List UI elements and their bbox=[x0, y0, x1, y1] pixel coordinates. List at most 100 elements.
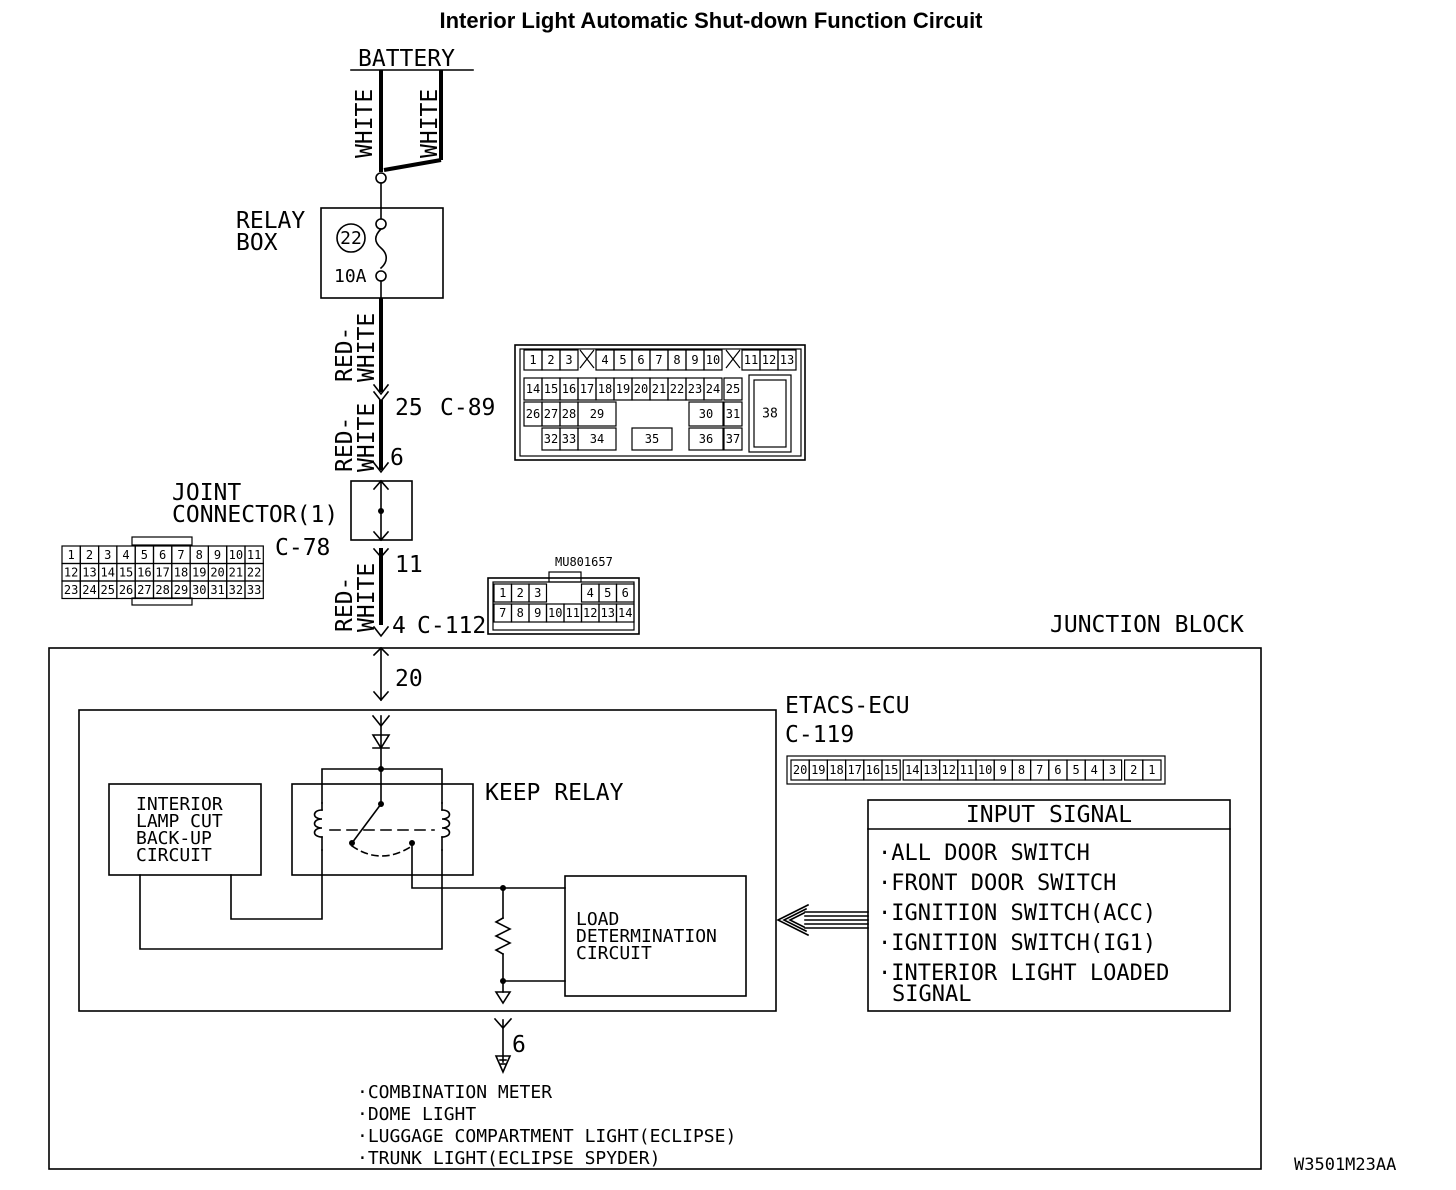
c89-pin-17: 17 bbox=[580, 382, 594, 396]
c112-pin-6-cell bbox=[615, 583, 635, 603]
etacs-pin-4: 4 bbox=[1091, 763, 1098, 777]
c112-chevron bbox=[372, 625, 390, 638]
switch-contact-left bbox=[349, 840, 355, 846]
c89-pin-28: 28 bbox=[562, 407, 576, 421]
c89-pin-34: 34 bbox=[590, 432, 604, 446]
c89-pin-12: 12 bbox=[762, 353, 776, 367]
c89-pin-21: 21 bbox=[652, 382, 666, 396]
c89-blocked-cavity bbox=[579, 349, 595, 369]
etacs-connector-outer bbox=[786, 755, 1166, 785]
output-item-1: ·COMBINATION METER bbox=[357, 1082, 552, 1103]
c89-pin-13: 13 bbox=[780, 353, 794, 367]
coil-feed-wire bbox=[321, 768, 443, 804]
c89-pin-6: 6 bbox=[637, 353, 644, 367]
input-signal-arrow bbox=[776, 903, 869, 937]
battery-wires: WHITE WHITE bbox=[352, 70, 443, 209]
c89-pin-26: 26 bbox=[526, 407, 540, 421]
c78-pin-3: 3 bbox=[104, 548, 111, 562]
wire-label-white-right: WHITE bbox=[417, 89, 443, 158]
c89-pin-25: 25 bbox=[726, 382, 740, 396]
output-path: 6 bbox=[493, 1017, 526, 1074]
wire-label-red-3: RED- bbox=[332, 577, 358, 632]
etacs-pin-19: 19 bbox=[811, 763, 825, 777]
c78-pin-33-cell bbox=[244, 580, 264, 600]
c89-pin-4: 4 bbox=[601, 353, 608, 367]
c89-pin-34-cell bbox=[577, 427, 617, 451]
wire-label-red-2: RED- bbox=[332, 417, 358, 472]
c112-pin-13: 13 bbox=[601, 606, 615, 620]
c112-pin-14-cell bbox=[615, 603, 635, 623]
etacs-pin-20: 20 bbox=[793, 763, 807, 777]
c78-pin-10: 10 bbox=[229, 548, 243, 562]
c78-pin-18: 18 bbox=[174, 565, 188, 579]
diagram-title: Interior Light Automatic Shut-down Funct… bbox=[439, 8, 983, 33]
c89-pin-14: 14 bbox=[526, 382, 540, 396]
c78-pin-2: 2 bbox=[86, 548, 93, 562]
c112-pin-14: 14 bbox=[618, 606, 632, 620]
etacs-pin-3: 3 bbox=[1109, 763, 1116, 777]
output-list: ·COMBINATION METER ·DOME LIGHT ·LUGGAGE … bbox=[357, 1082, 736, 1169]
c112-pin-7: 7 bbox=[499, 606, 506, 620]
c78-pin-1: 1 bbox=[68, 548, 75, 562]
backup-line4: CIRCUIT bbox=[136, 845, 212, 866]
fuse-rating: 10A bbox=[334, 266, 367, 287]
etacs-pin-1: 1 bbox=[1148, 763, 1155, 777]
etacs-pin-12: 12 bbox=[941, 763, 955, 777]
etacs-ecu-frame bbox=[78, 709, 777, 1012]
joint-pin-top: 6 bbox=[390, 445, 404, 471]
c89-pin-5: 5 bbox=[619, 353, 626, 367]
c89-pin-31: 31 bbox=[726, 407, 740, 421]
c89-pin-1: 1 bbox=[529, 353, 536, 367]
c89-pin-38-inner bbox=[753, 379, 787, 448]
c89-pin-35-cell bbox=[631, 427, 673, 451]
c78-pin-14: 14 bbox=[101, 565, 115, 579]
backup-line2: LAMP CUT bbox=[136, 811, 223, 832]
c78-pin-33: 33 bbox=[247, 583, 261, 597]
c89-pin-31-cell bbox=[723, 401, 743, 427]
relay-box-label-line1: RELAY bbox=[236, 208, 305, 234]
c112-pin: 4 bbox=[392, 613, 406, 639]
c112-label: C-112 bbox=[417, 613, 486, 639]
fuse-element bbox=[374, 227, 388, 270]
c89-pin-32: 32 bbox=[544, 432, 558, 446]
c78-pin-13: 13 bbox=[82, 565, 96, 579]
etacs-pin-16: 16 bbox=[866, 763, 880, 777]
c78-pin-29: 29 bbox=[174, 583, 188, 597]
c112-pin-9: 9 bbox=[534, 606, 541, 620]
resistor-icon bbox=[494, 916, 512, 956]
etacs-code: C-119 bbox=[785, 722, 854, 748]
c78-pin-23: 23 bbox=[64, 583, 78, 597]
c89-pin-38: 38 bbox=[762, 407, 778, 422]
c112-latch bbox=[548, 571, 582, 583]
etacs-pin-15: 15 bbox=[884, 763, 898, 777]
c89-pin-13-cell bbox=[777, 349, 797, 371]
load-line1: LOAD bbox=[576, 909, 619, 930]
red-white-wire-segment-3: 11 RED- WHITE 4 C-112 bbox=[332, 547, 486, 639]
junction-block-frame bbox=[48, 647, 1262, 1170]
c78-latch bbox=[131, 536, 193, 546]
backup-line3: BACK-UP bbox=[136, 828, 212, 849]
jb-pin-out: 6 bbox=[512, 1032, 526, 1058]
junction-block-label: JUNCTION BLOCK bbox=[1050, 612, 1244, 638]
etacs-pin-8: 8 bbox=[1018, 763, 1025, 777]
c89-pin-15: 15 bbox=[544, 382, 558, 396]
c89-pin-20: 20 bbox=[634, 382, 648, 396]
c112-pin-2: 2 bbox=[517, 586, 524, 600]
fuse-terminal-bottom bbox=[375, 270, 387, 282]
c89-pin-11: 11 bbox=[744, 353, 758, 367]
c78-pin-19: 19 bbox=[192, 565, 206, 579]
input-item-4: ·IGNITION SWITCH(IG1) bbox=[878, 931, 1156, 956]
etacs-pin-9: 9 bbox=[1000, 763, 1007, 777]
c89-pin-10-cell bbox=[703, 349, 723, 371]
c89-pin-35: 35 bbox=[645, 432, 659, 446]
c78-pin-22: 22 bbox=[247, 565, 261, 579]
c89-label: C-89 bbox=[440, 395, 495, 421]
input-item-5-cont: SIGNAL bbox=[892, 982, 971, 1007]
c78-pin-17: 17 bbox=[155, 565, 169, 579]
input-item-1: ·ALL DOOR SWITCH bbox=[878, 841, 1090, 866]
ecu-supply-path bbox=[371, 714, 391, 772]
switch-blade bbox=[350, 802, 383, 845]
